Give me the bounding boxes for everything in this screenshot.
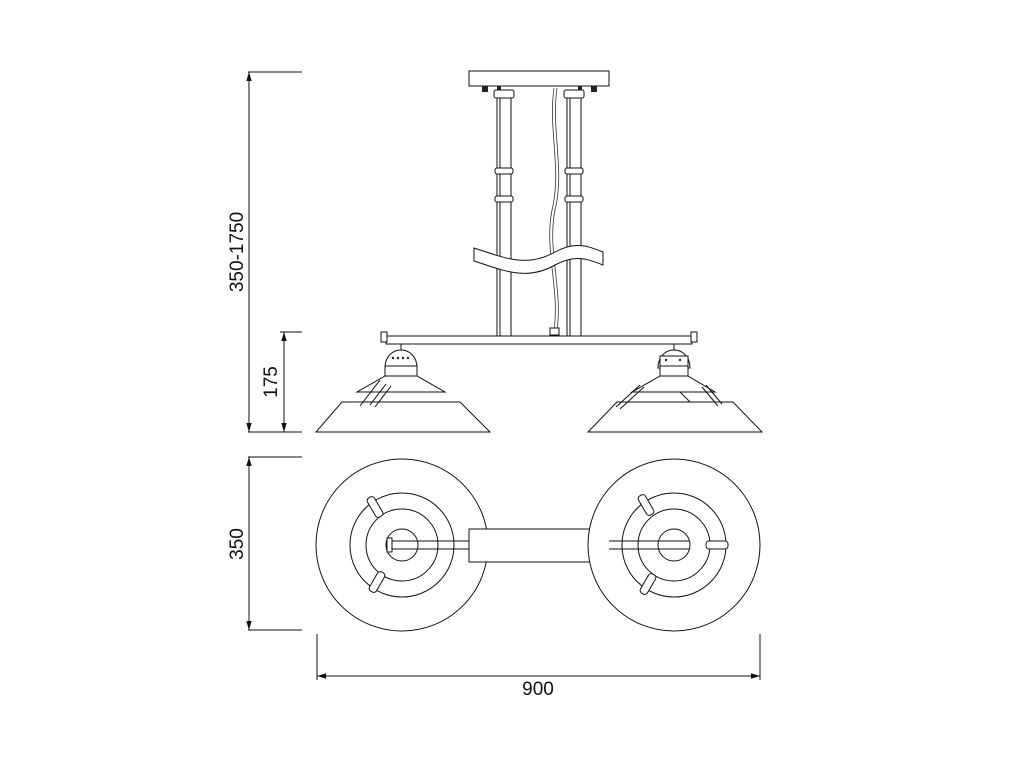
dimension-shade-height-label: 175 <box>261 366 282 398</box>
dimension-overall-height-label: 350-1750 <box>227 212 248 292</box>
suspension-rod-left <box>493 89 515 345</box>
length-break-symbol <box>473 245 604 274</box>
dimension-total-width <box>316 634 761 680</box>
center-bar-plan-view <box>468 528 610 563</box>
dimension-total-width-label: 900 <box>522 679 554 700</box>
dimension-overall-height <box>246 71 302 433</box>
horizontal-arm <box>380 331 698 345</box>
right-shade-side-view <box>586 344 764 433</box>
elevation-view <box>314 70 764 433</box>
plan-view <box>315 458 761 632</box>
right-shade-plan-view <box>587 458 761 632</box>
left-shade-side-view <box>314 344 492 433</box>
power-cable <box>549 87 557 331</box>
ceiling-canopy <box>468 70 610 87</box>
dimension-shade-diameter <box>246 456 302 631</box>
dimension-shade-diameter-label: 350 <box>227 528 248 560</box>
suspension-rod-right <box>563 89 585 345</box>
left-shade-plan-view <box>315 458 489 632</box>
dimension-shade-height <box>280 331 302 432</box>
